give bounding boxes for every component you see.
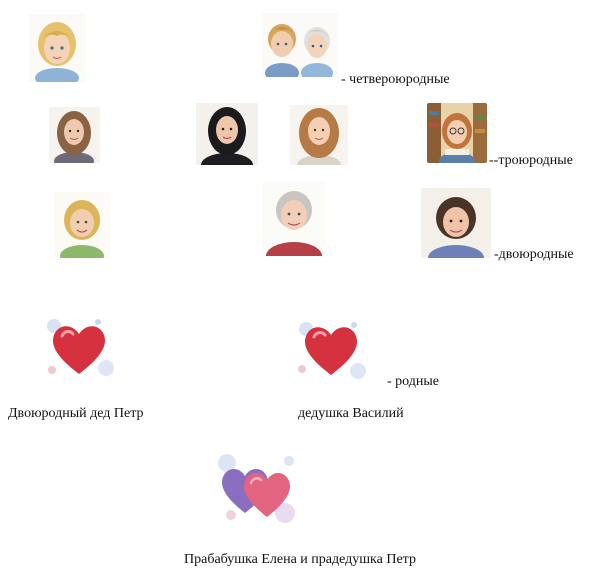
woman-dark-hair-portrait-icon (196, 103, 258, 165)
row-label-second-cousins: -двоюродные (494, 247, 574, 262)
middle-aged-woman-portrait-icon (421, 188, 491, 258)
row-label-siblings: - родные (387, 374, 439, 389)
woman-wavy-hair-portrait-icon (290, 105, 348, 165)
two-hearts-icon (211, 443, 301, 531)
older-woman-portrait-icon (54, 192, 110, 258)
grandmother-portrait-icon (263, 182, 325, 256)
woman-portrait-icon (49, 107, 100, 163)
left-branch-name: Двоюродный дед Петр (8, 406, 144, 421)
red-heart-icon (292, 311, 370, 383)
girl-portrait-icon (29, 14, 86, 82)
right-branch-name: дедушка Василий (298, 406, 404, 421)
row-label-fourth-cousins: - четвероюродные (341, 72, 450, 87)
girl-glasses-portrait-icon (427, 103, 487, 163)
row-label-third-cousins: --троюродные (489, 153, 573, 168)
twin-boys-portrait-icon (262, 13, 338, 77)
root-couple-name: Прабабушка Елена и прадедушка Петр (184, 552, 416, 567)
red-heart-icon (40, 310, 118, 382)
